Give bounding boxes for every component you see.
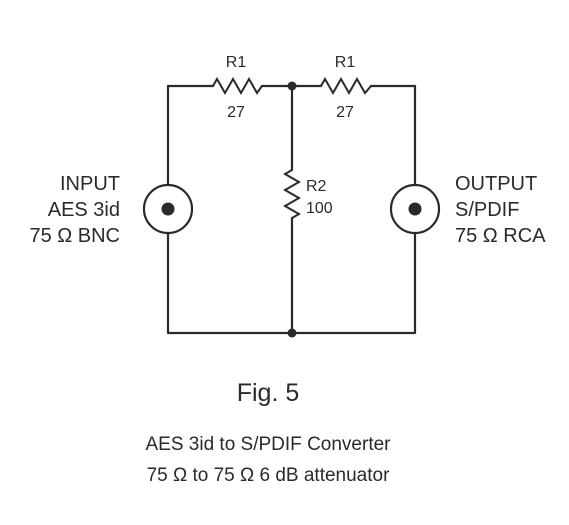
r1-right-name: R1 [335,54,356,71]
r1-right-value: 27 [336,104,354,121]
input-label-line3: 75 Ω BNC [29,225,120,247]
output-label-line2: S/PDIF [455,199,519,221]
caption-line2: 75 Ω to 75 Ω 6 dB attenuator [147,465,391,486]
r1-left-value: 27 [227,104,245,121]
junction-node-bottom [287,328,297,338]
resistor-r1-left-symbol [212,76,263,96]
input-label-line1: INPUT [60,173,120,195]
output-label-line1: OUTPUT [455,173,537,195]
output-label-line3: 75 Ω RCA [455,225,546,247]
r2-value: 100 [306,200,333,217]
wire-top-right [369,84,417,187]
figure-number: Fig. 5 [237,379,300,407]
resistor-r2-symbol [282,169,302,219]
caption-line1: AES 3id to S/PDIF Converter [146,434,392,455]
r2-name: R2 [306,178,327,195]
junction-node-top [287,81,297,91]
input-bnc-connector [142,183,194,235]
wire-top-left [166,84,215,187]
output-rca-connector [389,183,441,235]
r1-left-name: R1 [226,54,247,71]
resistor-r1-right-symbol [320,76,372,96]
input-label-line2: AES 3id [48,199,120,221]
